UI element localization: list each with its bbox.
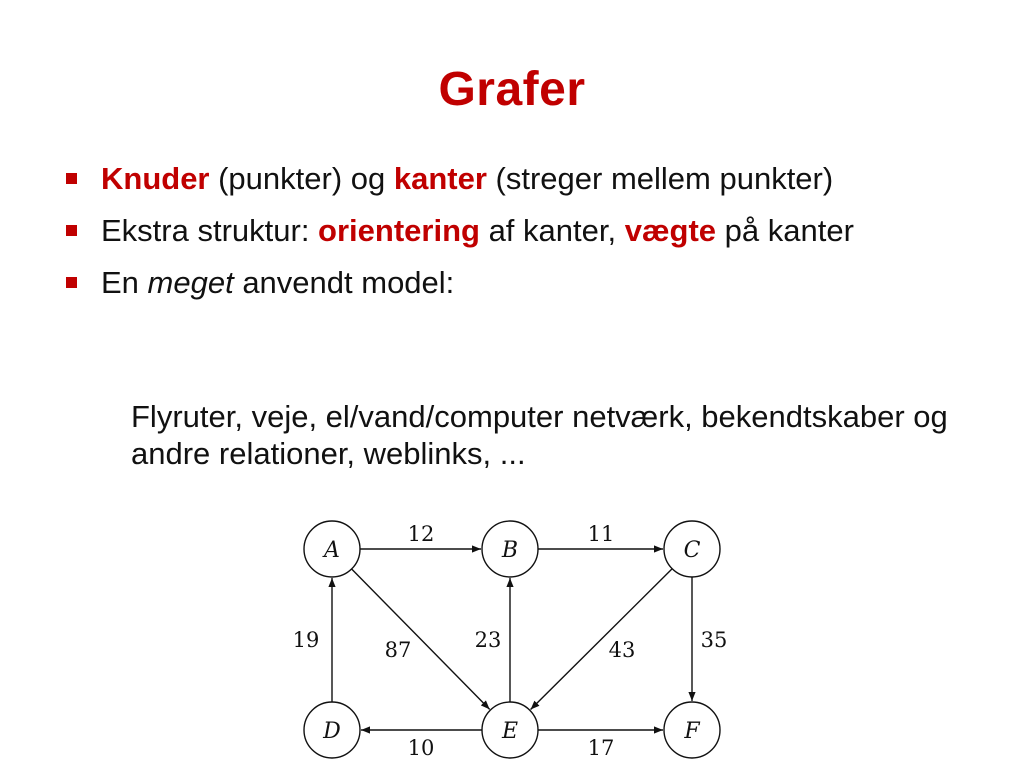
edge-weight-label: 43	[609, 638, 636, 662]
node-label: D	[322, 719, 341, 744]
bullet-text-term: vægte	[624, 213, 717, 248]
bullet-text: (streger mellem punkter)	[486, 161, 834, 196]
bullet-text: En	[101, 265, 148, 300]
bullet-list: Knuder (punkter) og kanter (streger mell…	[66, 160, 966, 316]
bullet-item: Ekstra struktur: orientering af kanter, …	[66, 212, 966, 249]
node-label: F	[683, 719, 700, 744]
bullet-text: Ekstra struktur:	[101, 213, 319, 248]
bullet-item: En meget anvendt model:	[66, 264, 966, 301]
graph-node-d: D	[303, 701, 361, 759]
node-circle	[303, 701, 361, 759]
bullet-text: af kanter,	[479, 213, 625, 248]
edge-weight-label: 19	[293, 628, 320, 652]
bullet-item: Knuder (punkter) og kanter (streger mell…	[66, 160, 966, 197]
bullet-text: anvendt model:	[233, 265, 455, 300]
node-circle	[481, 520, 539, 578]
node-circle	[663, 701, 721, 759]
bullet-text: (punkter) og	[209, 161, 394, 196]
slide-title: Grafer	[438, 63, 586, 116]
node-circle	[663, 520, 721, 578]
node-label: C	[684, 538, 701, 563]
bullet-text: på kanter	[716, 213, 854, 248]
node-label: A	[322, 538, 340, 563]
node-label: B	[501, 538, 518, 563]
edge-C-E	[530, 568, 673, 711]
bullet-text-term: orientering	[318, 213, 480, 248]
graph-node-c: C	[663, 520, 721, 578]
bullet-text-term: kanter	[393, 161, 487, 196]
bullet-text-term: Knuder	[101, 161, 210, 196]
weighted-directed-graph: 12 11 19 87 23 43 35 10 17 A B C D E F	[293, 520, 728, 760]
edge-weight-label: 10	[408, 736, 435, 760]
bullet-marker-icon	[66, 225, 77, 236]
graph-node-a: A	[303, 520, 361, 578]
sub-paragraph: Flyruter, veje, el/vand/computer netværk…	[131, 399, 948, 471]
bullet-marker-icon	[66, 277, 77, 288]
node-circle	[303, 520, 361, 578]
edge-weight-label: 17	[588, 736, 615, 760]
edge-A-E	[351, 568, 491, 710]
edge-weight-label: 35	[701, 628, 728, 652]
graph-node-e: E	[481, 701, 539, 759]
edge-weight-label: 11	[588, 522, 615, 546]
edge-weight-label: 87	[385, 638, 412, 662]
graph-node-b: B	[481, 520, 539, 578]
node-label: E	[501, 719, 518, 744]
edge-layer: 12 11 19 87 23 43 35 10 17	[293, 522, 728, 760]
edge-weight-label: 12	[408, 522, 435, 546]
edge-weight-label: 23	[475, 628, 502, 652]
bullet-text-emphasis: meget	[147, 265, 234, 300]
node-layer: A B C D E F	[303, 520, 721, 759]
graph-node-f: F	[663, 701, 721, 759]
bullet-marker-icon	[66, 173, 77, 184]
node-circle	[481, 701, 539, 759]
